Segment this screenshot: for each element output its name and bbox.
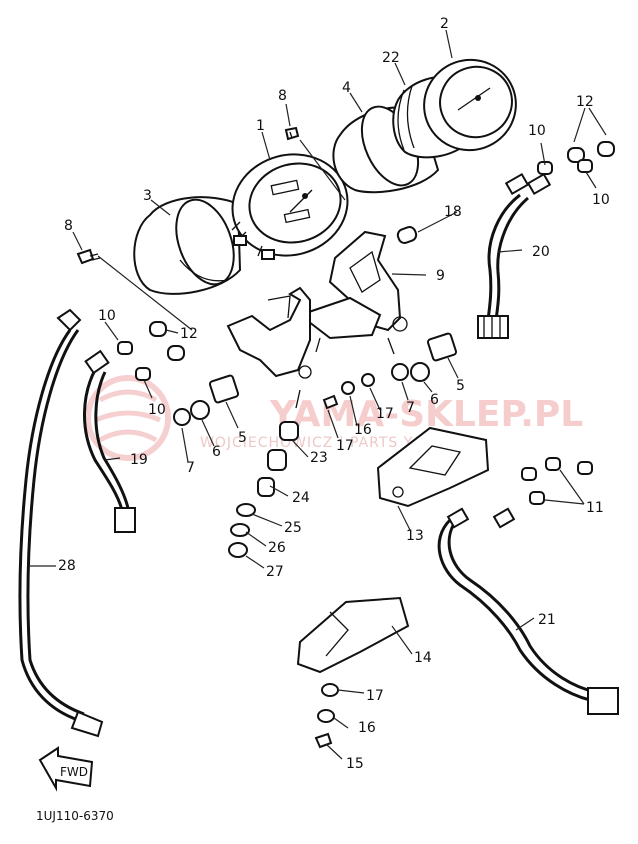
callouts: 1 2 3 4 5 5 17 6 6 7 7 8 8 9 10 10 10 10… — [58, 16, 610, 772]
callout-5a: 5 — [238, 430, 247, 446]
screw-top — [284, 126, 300, 141]
fasteners-bottom — [314, 683, 339, 749]
callout-8b: 8 — [64, 218, 73, 234]
harness-19 — [83, 349, 136, 533]
callout-3: 3 — [143, 188, 152, 204]
callout-27: 27 — [266, 564, 284, 580]
callout-19: 19 — [130, 452, 148, 468]
callout-21: 21 — [538, 612, 556, 628]
callout-10d: 10 — [148, 402, 166, 418]
harness-21 — [437, 507, 619, 715]
callout-23: 23 — [310, 450, 328, 466]
cover-14 — [296, 596, 410, 674]
bulbs-left — [117, 321, 185, 381]
callout-18: 18 — [444, 204, 462, 220]
bulbs-11 — [521, 457, 593, 505]
callout-15b: 15 — [346, 756, 364, 772]
bulbs-top-right — [537, 141, 615, 175]
damper-stack — [228, 421, 299, 558]
watermark-title: YAMA-SKLEP.PL — [269, 394, 583, 435]
callout-22: 22 — [382, 50, 400, 66]
cover-13 — [376, 426, 490, 508]
leader-lines — [30, 29, 607, 760]
callout-25: 25 — [284, 520, 302, 536]
callout-17a: 17 — [376, 406, 394, 422]
callout-16b: 16 — [358, 720, 376, 736]
watermark-subtitle: WOJCIECHOWICZ | PARTS YAMAHA — [200, 435, 469, 451]
callout-10a: 10 — [528, 123, 546, 139]
callout-7a: 7 — [186, 460, 195, 476]
callout-6a: 6 — [212, 444, 221, 460]
callout-14: 14 — [414, 650, 432, 666]
callout-20: 20 — [532, 244, 550, 260]
forward-arrow-icon: FWD — [38, 746, 94, 792]
callout-16a: 16 — [354, 422, 372, 438]
callout-15a: 17 — [336, 438, 354, 454]
callout-11: 11 — [586, 500, 604, 516]
callout-10c: 10 — [98, 308, 116, 324]
holder-left — [226, 286, 312, 409]
callout-17b: 17 — [366, 688, 384, 704]
callout-26: 26 — [268, 540, 286, 556]
diagram-code: 1UJ110-6370 — [36, 809, 114, 823]
callout-6b: 6 — [430, 392, 439, 408]
callout-4: 4 — [342, 80, 351, 96]
callout-9: 9 — [436, 268, 445, 284]
callout-1: 1 — [256, 118, 265, 134]
callout-12a: 12 — [576, 94, 594, 110]
callout-10b: 10 — [592, 192, 610, 208]
callout-5b: 5 — [456, 378, 465, 394]
callout-28: 28 — [58, 558, 76, 574]
speedometer-cable — [18, 308, 104, 738]
callout-8a: 8 — [278, 88, 287, 104]
callout-24: 24 — [292, 490, 310, 506]
watermark: YAMA-SKLEP.PL WOJCIECHOWICZ | PARTS YAMA… — [85, 375, 583, 461]
meter-bracket — [297, 230, 408, 355]
fwd-label: FWD — [60, 765, 88, 779]
meter-cover-left — [133, 196, 242, 295]
fasteners-center — [173, 332, 458, 426]
callout-12b: 12 — [180, 326, 198, 342]
callout-7b: 7 — [406, 400, 415, 416]
grommet-18 — [396, 226, 418, 244]
harness-20 — [477, 172, 552, 339]
callout-2: 2 — [440, 16, 449, 32]
screw-left — [76, 248, 101, 265]
callout-13: 13 — [406, 528, 424, 544]
tachometer — [392, 58, 517, 159]
speedometer — [231, 153, 349, 260]
